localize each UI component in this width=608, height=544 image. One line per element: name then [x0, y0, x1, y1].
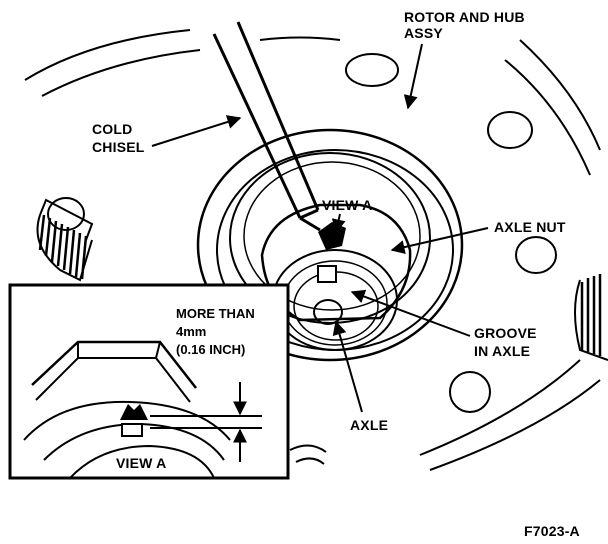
label-chisel-line1: COLD: [92, 121, 132, 137]
rotor-lug-holes: [47, 53, 557, 413]
rotor-disc: [24, 29, 601, 471]
labels: ROTOR AND HUB ASSY COLD CHISEL VIEW A AX…: [92, 9, 580, 539]
label-axle: AXLE: [350, 417, 388, 433]
label-inset-view-a: VIEW A: [116, 455, 166, 471]
wheel-stud-right: [574, 274, 608, 361]
cold-chisel: [212, 21, 321, 232]
label-inset-line3: (0.16 INCH): [176, 342, 245, 357]
label-groove-line1: GROOVE: [474, 325, 537, 341]
label-axle-nut: AXLE NUT: [494, 219, 566, 235]
label-view-a: VIEW A: [322, 197, 372, 213]
leader-lines: [151, 43, 489, 413]
label-rotor-line2: ASSY: [404, 25, 443, 41]
label-inset-line1: MORE THAN: [176, 306, 255, 321]
label-groove-line2: IN AXLE: [474, 343, 530, 359]
label-inset-line2: 4mm: [176, 324, 206, 339]
wheel-stud-left: [36, 198, 94, 282]
label-chisel-line2: CHISEL: [92, 139, 145, 155]
label-rotor-line1: ROTOR AND HUB: [404, 9, 525, 25]
figure-id: F7023-A: [524, 523, 580, 539]
inset-view-a: [8, 283, 327, 480]
